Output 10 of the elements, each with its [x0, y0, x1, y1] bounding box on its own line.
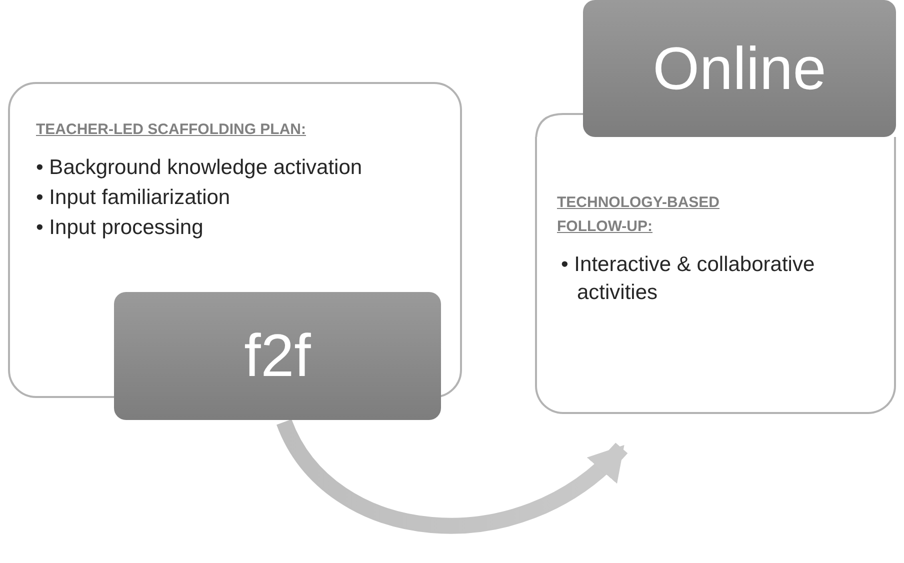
bullet-item: • Background knowledge activation: [36, 155, 364, 181]
text-card: [535, 137, 896, 414]
bullet-item: • Interactive & collaborative activities: [561, 252, 816, 306]
section-heading: TECHNOLOGY-BASED FOLLOW-UP:: [557, 193, 721, 237]
bullet-item: • Input familiarization: [36, 185, 232, 211]
stage-tab: Online: [583, 0, 896, 137]
curved-arrow: [276, 418, 628, 534]
stage-tab: f2f: [114, 292, 441, 420]
bullet-item: • Input processing: [36, 215, 204, 241]
section-heading: TEACHER-LED SCAFFOLDING PLAN:: [36, 120, 307, 140]
